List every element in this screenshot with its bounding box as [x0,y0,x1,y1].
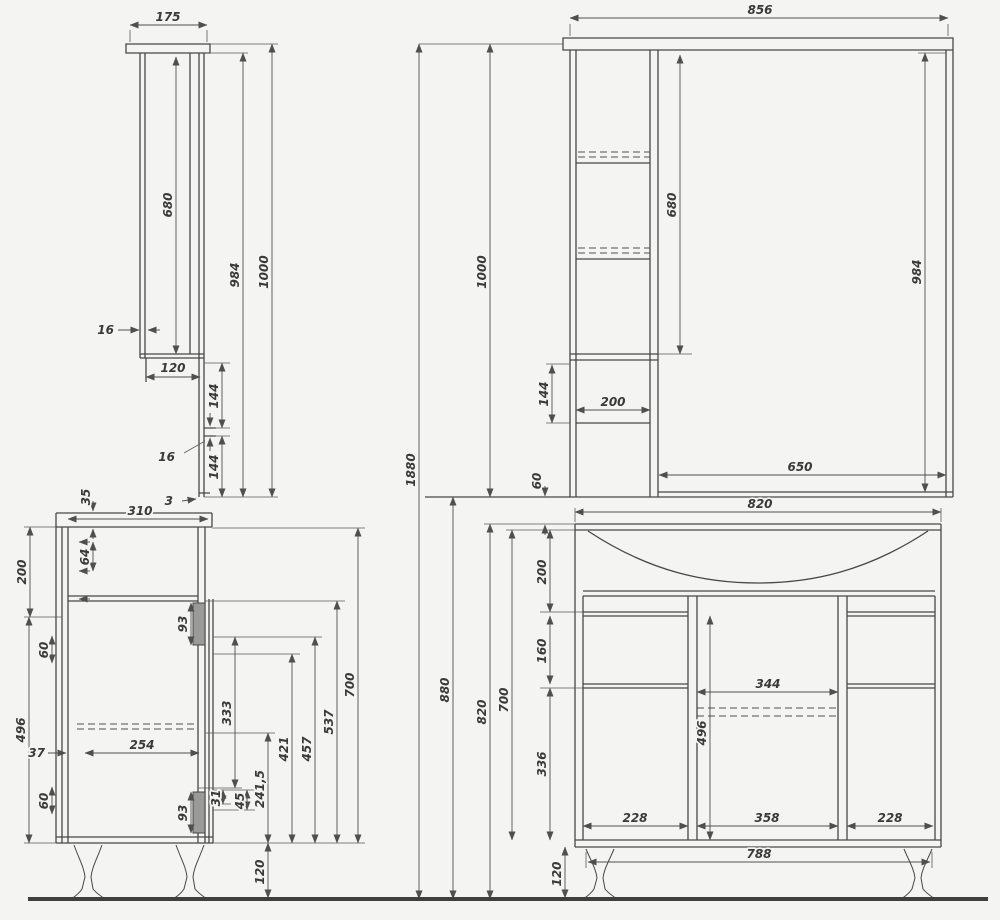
drawer-slide-block-top [192,602,206,646]
dim-base-side-height: 496 [14,717,28,743]
dim-mirror-front-lower-gap: 144 [537,381,551,406]
structure-lines [125,43,216,497]
dim-base-side-gap-bottom: 60 [37,793,51,810]
dim-base-front-section-top: 200 [535,559,549,584]
dim-base-front-door-left: 228 [622,811,647,825]
dim-base-side-slide-block-top: 93 [176,616,190,633]
structure-lines [574,523,942,848]
leg-left [69,844,107,900]
dim-mirror-front-cabinet-width: 200 [600,395,625,409]
dim-mirror-side-bottom-edge: 3 [165,494,173,508]
dim-base-side-top-depth: 310 [127,504,152,518]
dim-base-side-45: 45 [233,793,247,811]
dim-base-side-gap-top: 60 [37,642,51,659]
dim-mirror-side-width: 175 [155,10,180,24]
dim-mirror-front-unit-height: 1000 [475,255,489,288]
leg-right [899,848,937,900]
dim-base-side-top-overhang: 35 [79,489,93,506]
dim-base-front-inner-height: 700 [497,687,511,712]
dim-base-side-inner-height: 700 [343,672,357,697]
dim-base-side-31: 31 [209,790,223,807]
dim-base-side-back-top-height: 200 [15,559,29,584]
dim-mirror-side-panel-height: 984 [228,262,242,287]
dim-base-front-door-middle: 358 [754,811,779,825]
leader-line [183,440,206,454]
dim-base-front-496: 496 [695,720,709,746]
dim-mirror-side-total-height: 1000 [257,255,271,288]
dim-base-front-plinth-width: 788 [746,847,771,861]
structure-lines [425,37,954,498]
dim-mirror-side-wall-thickness: 16 [97,323,114,337]
extension-lines [419,24,949,424]
dim-mirror-front-mirror-width: 650 [787,460,812,474]
dim-base-front-middle-width: 344 [755,677,780,691]
structure-lines [55,512,214,844]
dim-base-side-leg-height: 120 [253,859,267,884]
shelf-dashed-lines [578,151,650,254]
dim-base-side-slide-inset: 37 [28,746,45,760]
dim-mirror-front-door-height: 680 [665,192,679,217]
drawer-slide-dashed-lines [77,723,198,730]
dim-base-side-457: 457 [300,736,314,763]
dim-mirror-side-door-height: 680 [161,192,175,217]
leg-left [581,848,619,900]
dim-base-front-height-to-top: 820 [475,699,489,724]
mirror-unit-front-view: 856 680 984 1000 1880 144 200 650 [402,1,954,900]
drawer-slide-dashed-lines [697,707,838,717]
dim-base-side-421: 421 [277,736,291,762]
mirror-cabinet-side-view: 175 680 984 1000 16 120 144 16 144 3 [96,8,278,510]
dim-base-front-height-total: 880 [438,677,452,702]
dim-mirror-side-lower-depth: 120 [160,361,185,375]
dim-base-front-section-bottom: 336 [535,751,549,776]
dim-base-front-splash-height: 60 [530,473,544,490]
dim-base-side-333: 333 [220,700,234,725]
arrow-line [181,496,197,504]
dim-mirror-side-lip-thickness: 16 [158,450,175,464]
leg-right [171,844,209,900]
base-cabinet-front-view: 820 60 880 820 700 200 160 336 344 496 2… [436,471,942,900]
dim-mirror-front-mirror-height: 984 [910,259,924,284]
base-cabinet-side-view: 35 310 200 64 93 60 496 37 254 60 93 31 … [12,487,365,900]
dim-base-front-section-mid: 160 [535,638,549,663]
dim-mirror-front-total-width: 856 [747,3,772,17]
dim-base-side-241-5: 241,5 [253,770,267,808]
dim-base-side-slide-block-bottom: 93 [176,805,190,822]
dim-overall-height: 1880 [404,453,418,486]
dim-mirror-side-gap-upper: 144 [207,383,221,408]
drawer-slide-block-bottom [192,791,206,834]
dim-base-side-slide-length: 254 [129,738,154,752]
dim-base-side-537: 537 [322,709,336,735]
dim-mirror-side-gap-lower: 144 [207,454,221,479]
dim-base-front-leg-height: 120 [550,861,564,886]
dim-base-front-top-width: 820 [747,497,772,511]
dim-base-side-hinge-spacing: 64 [78,549,92,566]
dim-base-front-door-right: 228 [877,811,902,825]
